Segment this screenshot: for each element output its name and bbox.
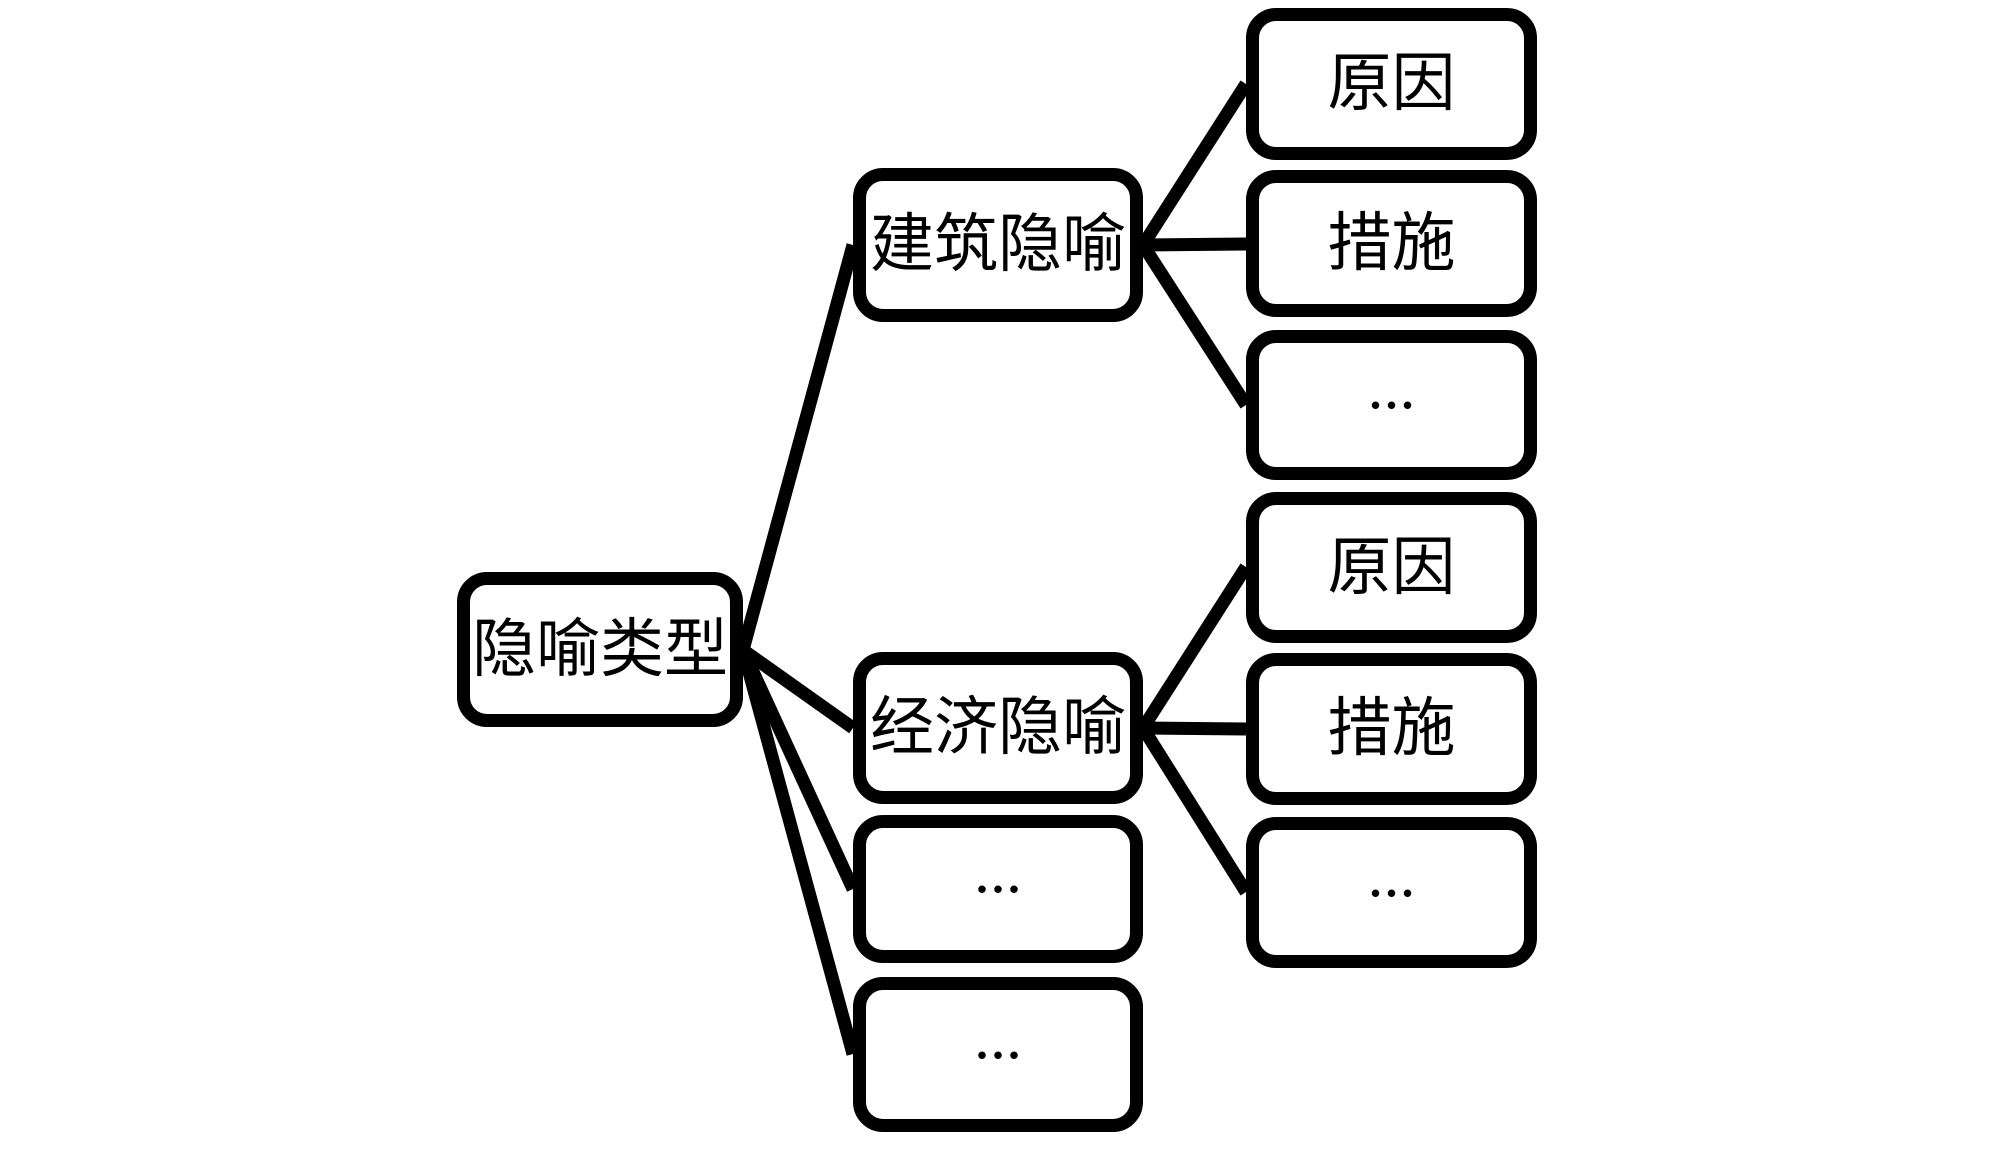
node-building-cause: 原因 — [1246, 8, 1537, 160]
node-building-ellipsis: ... — [1246, 330, 1537, 480]
connector-economic-to-ellipsis — [1137, 724, 1252, 896]
node-label: ... — [974, 835, 1022, 907]
node-label: 措施 — [1327, 693, 1456, 764]
node-label: ... — [1367, 351, 1416, 423]
node-label: 原因 — [1327, 531, 1456, 603]
connector-economic-to-measure — [1142, 721, 1247, 736]
connector-economic-to-cause — [1137, 563, 1252, 732]
node-ellipsis-branch-1: ... — [853, 815, 1143, 963]
connector-building-to-ellipsis — [1137, 241, 1252, 409]
connector-root-to-ellipsis-branch-1 — [737, 647, 859, 892]
connector-building-to-measure — [1142, 237, 1247, 252]
node-label: 隐喻类型 — [472, 613, 728, 685]
node-label: ... — [974, 1000, 1022, 1072]
node-building-metaphor: 建筑隐喻 — [853, 168, 1143, 322]
node-economic-ellipsis: ... — [1246, 817, 1537, 968]
connector-building-to-cause — [1137, 80, 1252, 249]
node-label: 建筑隐喻 — [870, 209, 1126, 280]
connector-root-to-building-metaphor — [736, 243, 860, 652]
node-label: 原因 — [1327, 48, 1456, 119]
node-building-measure: 措施 — [1246, 170, 1537, 317]
connector-root-to-economic-metaphor — [739, 644, 857, 734]
node-metaphor-type: 隐喻类型 — [457, 572, 743, 727]
connector-root-to-ellipsis-branch-2 — [736, 648, 860, 1056]
node-ellipsis-branch-2: ... — [853, 977, 1143, 1132]
node-economic-metaphor: 经济隐喻 — [853, 652, 1143, 804]
node-label: 经济隐喻 — [870, 692, 1126, 763]
node-economic-cause: 原因 — [1246, 492, 1537, 643]
node-label: 措施 — [1327, 207, 1456, 279]
node-economic-measure: 措施 — [1246, 653, 1537, 805]
node-label: ... — [1367, 838, 1416, 910]
